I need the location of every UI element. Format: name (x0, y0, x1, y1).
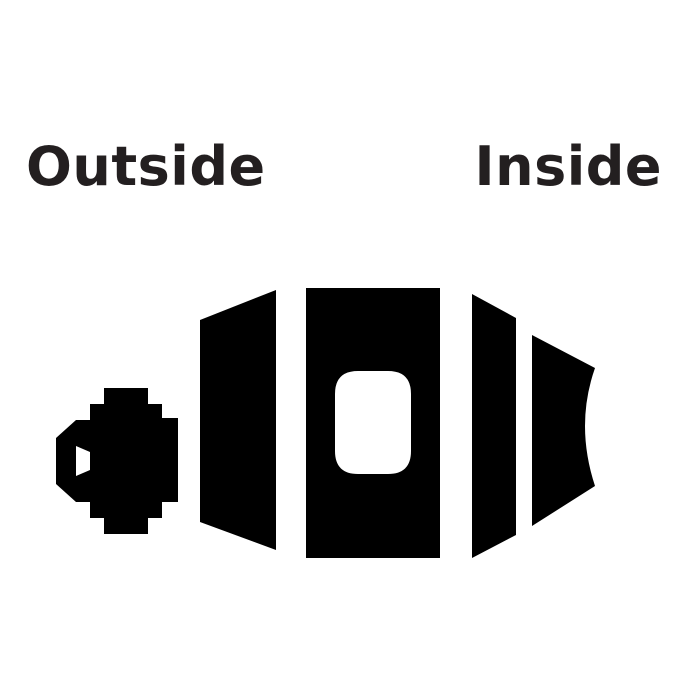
lock-body-shape (306, 288, 440, 558)
outside-rose-shape (200, 290, 276, 550)
outside-knob-icon (56, 388, 178, 534)
inside-rose-shape (472, 294, 516, 558)
inside-label: Inside (474, 135, 662, 198)
outside-label: Outside (26, 135, 266, 198)
inside-knob-icon (532, 335, 595, 526)
